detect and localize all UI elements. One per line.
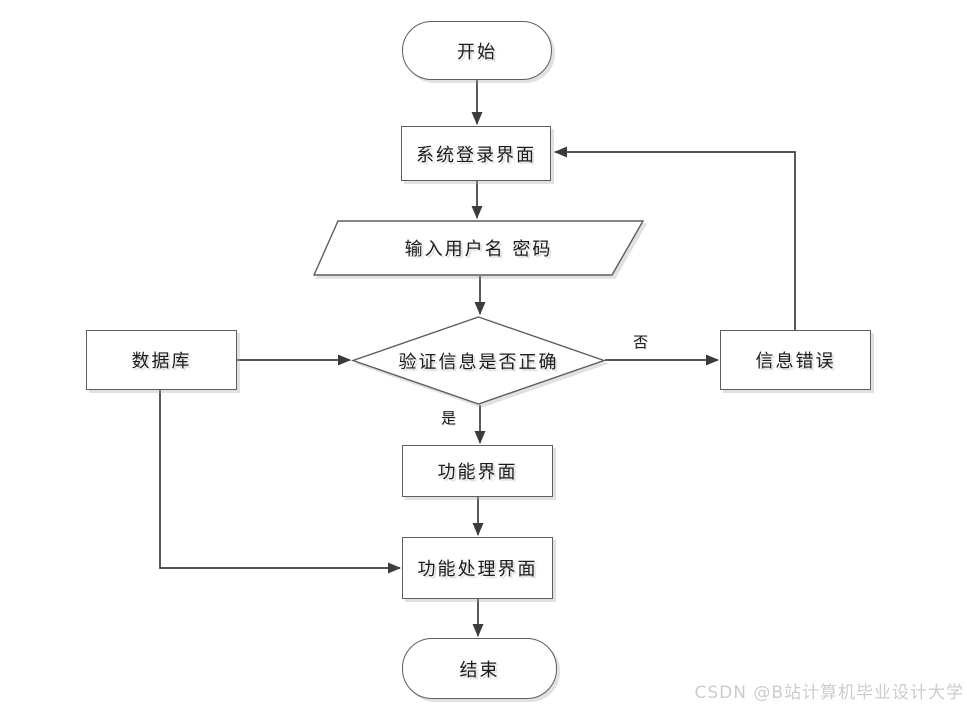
node-database: 数据库: [86, 330, 237, 390]
node-verify: 验证信息是否正确: [350, 316, 607, 405]
edge-label-no: 否: [633, 333, 649, 351]
node-database-label: 数据库: [131, 351, 192, 372]
node-start-label: 开始: [457, 41, 497, 63]
node-start: 开始: [402, 21, 552, 80]
connector-error-to-login-loop: [554, 146, 796, 330]
node-input: 输入用户名 密码: [312, 220, 645, 276]
node-login: 系统登录界面: [401, 126, 551, 181]
watermark-text: CSDN @B站计算机毕业设计大学: [694, 683, 964, 703]
connector-database-to-process: [159, 390, 401, 574]
node-error-label: 信息错误: [755, 351, 836, 372]
node-function-label: 功能界面: [437, 462, 518, 483]
node-error: 信息错误: [720, 330, 871, 390]
node-process-label: 功能处理界面: [417, 559, 538, 580]
node-end-label: 结束: [459, 659, 500, 681]
node-function: 功能界面: [402, 445, 553, 497]
parallelogram-shape: [312, 220, 645, 276]
node-login-label: 系统登录界面: [416, 144, 536, 166]
diamond-shape: [350, 316, 607, 405]
edge-label-yes: 是: [441, 409, 457, 427]
node-process: 功能处理界面: [402, 537, 553, 599]
node-verify-label: 验证信息是否正确: [398, 351, 559, 373]
node-end: 结束: [402, 638, 557, 699]
node-input-label: 输入用户名 密码: [404, 239, 553, 260]
